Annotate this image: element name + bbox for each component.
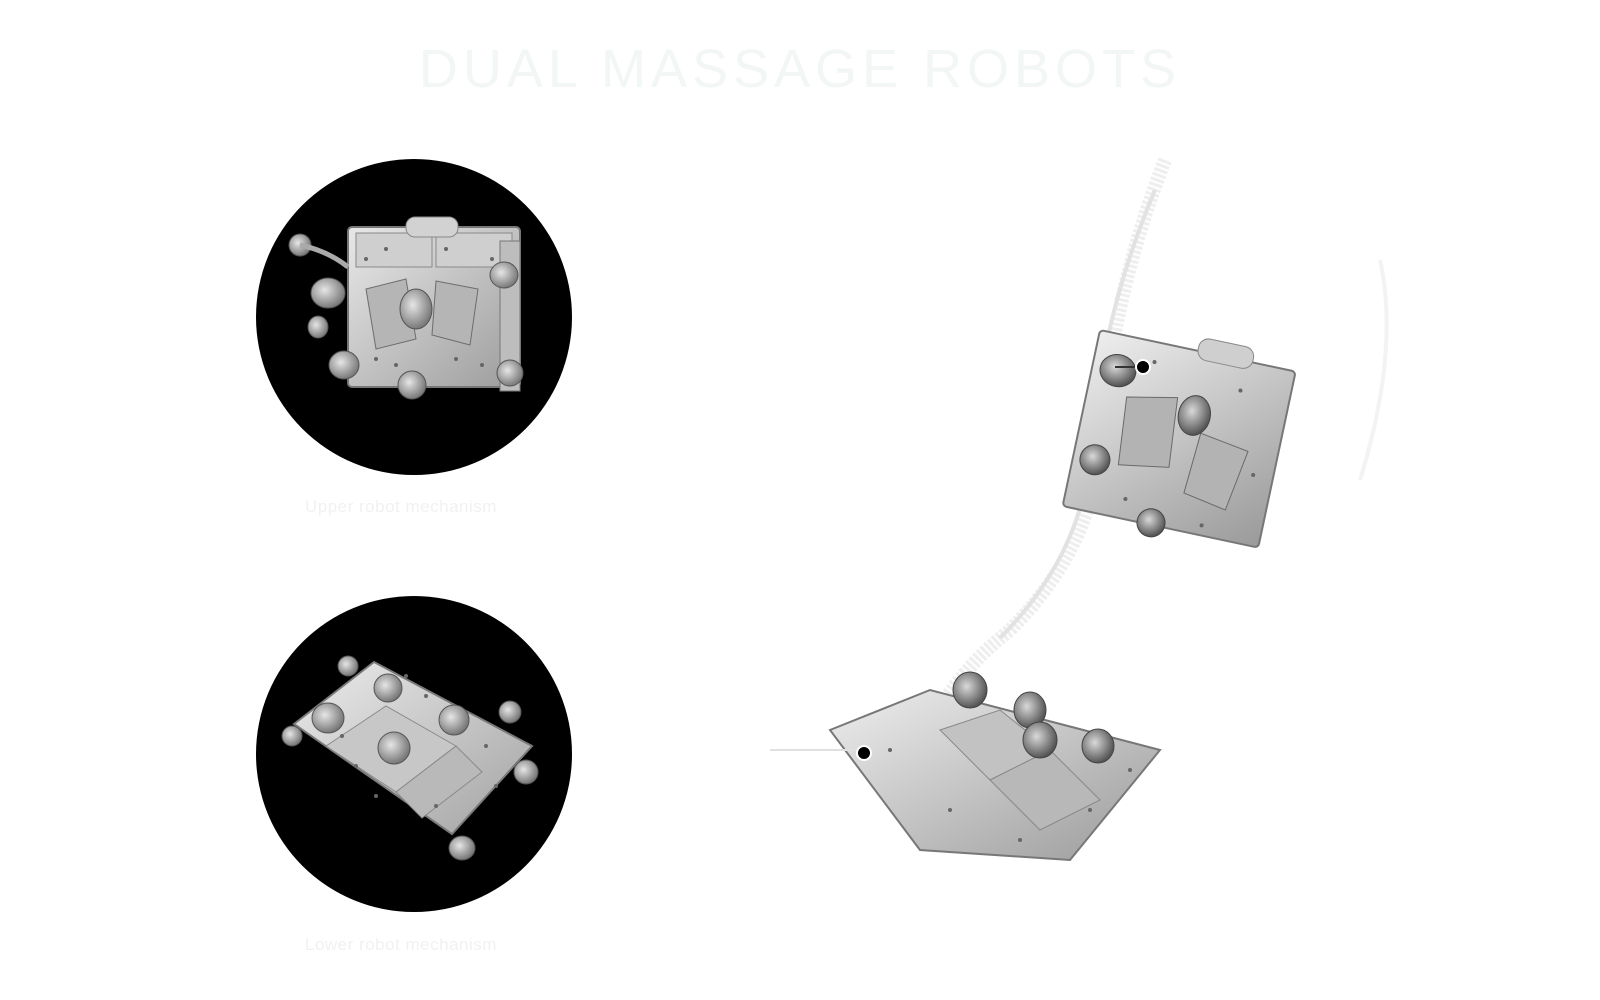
upper-robot-caption: Upper robot mechanism xyxy=(305,497,497,516)
section-headline: DUAL MASSAGE ROBOTS xyxy=(418,39,1182,99)
upper-robot-panel xyxy=(256,159,572,475)
lower-robot-caption: Lower robot mechanism xyxy=(305,935,497,954)
massage-chair-track-icon xyxy=(770,157,1389,862)
chair-track-scene xyxy=(760,150,1560,930)
upper-massage-robot-icon xyxy=(288,216,524,400)
lower-massage-robot-icon xyxy=(281,655,539,861)
lower-robot-panel xyxy=(256,596,572,912)
